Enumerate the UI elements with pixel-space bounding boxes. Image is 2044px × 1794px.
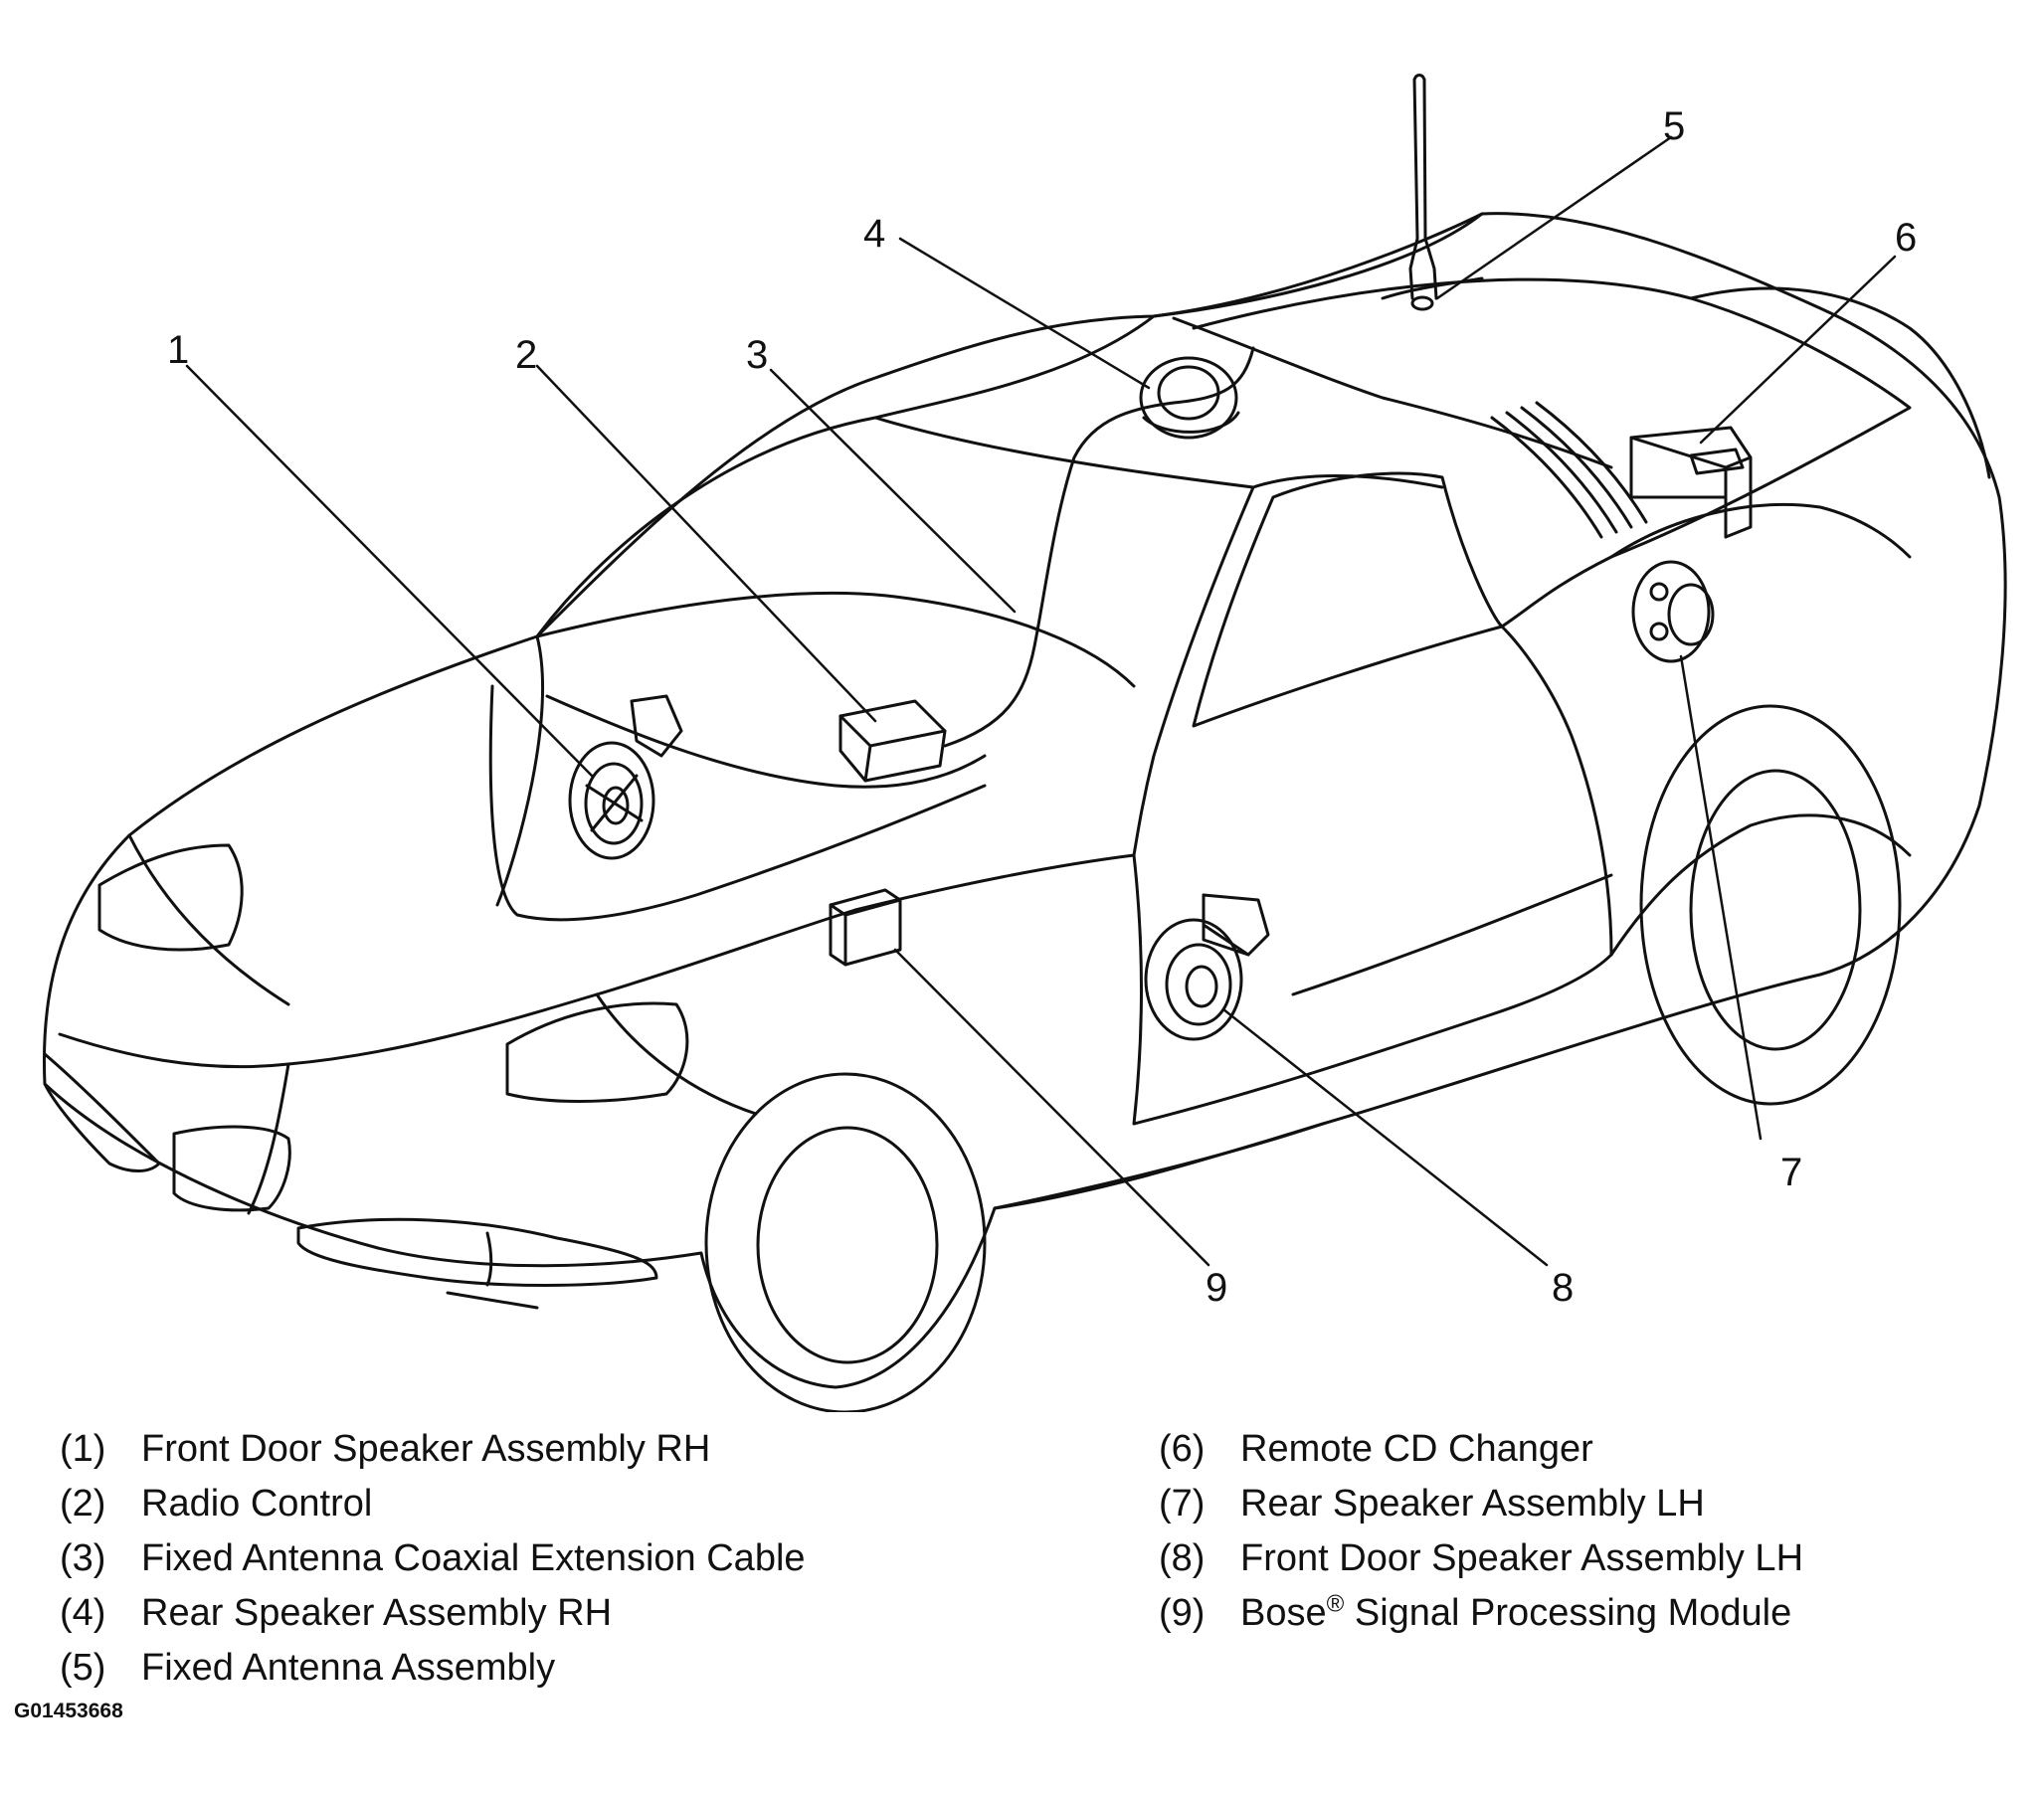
rear-speaker-lh xyxy=(1631,560,1715,663)
registered-mark: ® xyxy=(1326,1590,1345,1618)
callout-number-8: 8 xyxy=(1552,1266,1574,1310)
legend-item-1: (1) Front Door Speaker Assembly RH xyxy=(60,1422,806,1477)
callout-number-4: 4 xyxy=(863,212,885,256)
rear-wheel xyxy=(1639,704,1902,1106)
callout-number-9: 9 xyxy=(1206,1266,1227,1310)
rear-speaker-rh xyxy=(1139,356,1240,440)
legend-item-2: (2) Radio Control xyxy=(60,1477,806,1531)
legend-number: (9) xyxy=(1159,1592,1206,1634)
legend-item-6: (6) Remote CD Changer xyxy=(1159,1422,1803,1477)
legend-number: (2) xyxy=(60,1483,106,1525)
callout-number-1: 1 xyxy=(167,328,189,372)
legend-item-5: (5) Fixed Antenna Assembly xyxy=(60,1641,806,1696)
legend-left-column: (1) Front Door Speaker Assembly RH (2) R… xyxy=(60,1422,806,1696)
legend-item-3: (3) Fixed Antenna Coaxial Extension Cabl… xyxy=(60,1531,806,1586)
front-door-speaker-lh xyxy=(1144,893,1270,1041)
legend-label: Rear Speaker Assembly LH xyxy=(1240,1483,1705,1525)
legend-item-9: (9) Bose® Signal Processing Module xyxy=(1159,1586,1803,1641)
legend-item-8: (8) Front Door Speaker Assembly LH xyxy=(1159,1531,1803,1586)
callout-number-3: 3 xyxy=(746,333,768,377)
figure-code: G01453668 xyxy=(14,1700,123,1722)
legend-number: (4) xyxy=(60,1592,106,1634)
legend-item-7: (7) Rear Speaker Assembly LH xyxy=(1159,1477,1803,1531)
remote-cd-changer xyxy=(1629,426,1753,539)
callout-number-2: 2 xyxy=(515,333,537,377)
legend-item-4: (4) Rear Speaker Assembly RH xyxy=(60,1586,806,1641)
legend-label: Bose® Signal Processing Module xyxy=(1240,1586,1791,1641)
bose-signal-processing-module xyxy=(829,888,902,967)
legend-label: Fixed Antenna Assembly xyxy=(141,1647,556,1689)
legend-label: Front Door Speaker Assembly RH xyxy=(141,1428,711,1470)
callout-number-6: 6 xyxy=(1895,216,1917,260)
radio-control xyxy=(838,699,947,783)
legend-label-suffix: Signal Processing Module xyxy=(1344,1592,1792,1634)
legend-label: Radio Control xyxy=(141,1483,373,1525)
legend-number: (6) xyxy=(1159,1428,1206,1470)
legend-number: (7) xyxy=(1159,1483,1206,1525)
legend-number: (3) xyxy=(60,1537,106,1579)
legend-label: Rear Speaker Assembly RH xyxy=(141,1592,613,1634)
antenna-coaxial-cable xyxy=(943,346,1255,748)
legend-number: (1) xyxy=(60,1428,106,1470)
callout-number-7: 7 xyxy=(1780,1151,1802,1194)
callout-number-5: 5 xyxy=(1663,104,1685,148)
legend-label: Remote CD Changer xyxy=(1240,1428,1593,1470)
legend-label-brand: Bose xyxy=(1240,1592,1327,1634)
leader-lines xyxy=(185,135,1897,1267)
front-wheel xyxy=(704,1072,987,1412)
legend-number: (5) xyxy=(60,1647,106,1689)
legend-label: Fixed Antenna Coaxial Extension Cable xyxy=(141,1537,806,1579)
callout-numbers: 1 2 3 4 5 6 7 8 9 xyxy=(167,104,1917,1310)
legend-label: Front Door Speaker Assembly LH xyxy=(1240,1537,1804,1579)
fixed-antenna xyxy=(1408,74,1438,311)
front-door-speaker-rh xyxy=(568,694,683,860)
legend-number: (8) xyxy=(1159,1537,1206,1579)
car-audio-component-diagram: 1 2 3 4 5 6 7 8 9 xyxy=(42,74,2007,1412)
car-body-outline xyxy=(42,212,2007,1389)
legend-right-column: (6) Remote CD Changer (7) Rear Speaker A… xyxy=(1159,1422,1803,1641)
